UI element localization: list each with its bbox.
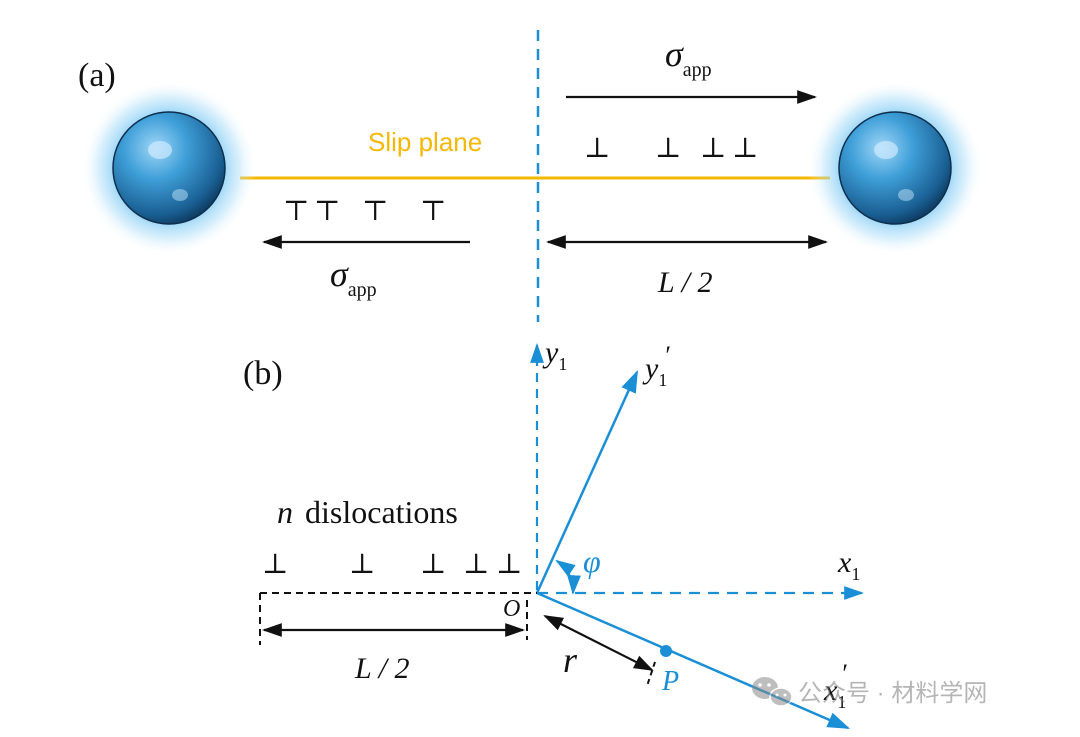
x1-prime-axis xyxy=(536,591,851,730)
dislocations-pileup: ⊥ ⊥ ⊥ ⊥ ⊥ xyxy=(262,549,522,580)
dislocation-symbol: ⊥ xyxy=(496,549,522,580)
y1-prime-axis xyxy=(535,369,639,594)
distance-label: r xyxy=(563,640,578,680)
slip-plane-label: Slip plane xyxy=(368,127,482,157)
particle-right xyxy=(807,80,983,256)
watermark: 公众号 · 材料学网 xyxy=(752,677,987,707)
particle-left xyxy=(81,80,257,256)
wechat-icon xyxy=(752,677,793,707)
stress-label-top: σapp xyxy=(665,34,712,81)
distance-tick xyxy=(646,661,656,687)
y1-axis-label: y1 xyxy=(542,336,567,374)
panel-b-label: (b) xyxy=(243,355,283,392)
dislocations-upper: ⊥ ⊥ ⊥ ⊥ xyxy=(584,133,758,164)
dislocation-symbol: ⊥ xyxy=(700,133,726,164)
stress-label-bottom: σapp xyxy=(330,254,377,301)
dislocation-symbol: ⊥ xyxy=(349,549,375,580)
dislocation-symbol: ⊤ xyxy=(283,196,309,227)
half-length-label-a: L / 2 xyxy=(657,266,712,299)
pileup-region-box xyxy=(259,592,537,645)
dislocation-symbol: ⊥ xyxy=(262,549,288,580)
dislocation-symbol: ⊤ xyxy=(362,196,388,227)
point-p-label: P xyxy=(661,666,679,697)
dislocation-symbol: ⊤ xyxy=(314,196,340,227)
distance-arrow xyxy=(543,615,654,671)
panel-a-label: (a) xyxy=(78,57,116,94)
dislocation-symbol: ⊥ xyxy=(655,133,681,164)
angle-arc xyxy=(555,559,581,595)
y1-prime-axis-label: y1′ xyxy=(642,341,671,390)
dislocation-symbol: ⊤ xyxy=(420,196,446,227)
dislocations-lower: ⊤ ⊤ ⊤ ⊤ xyxy=(283,196,446,227)
angle-label: φ xyxy=(583,543,601,579)
origin-label: O xyxy=(503,596,520,622)
x1-axis-label: x1 xyxy=(837,546,860,584)
x1-prime-axis-label: x1′ xyxy=(823,659,848,712)
half-length-label-b: L / 2 xyxy=(354,652,409,685)
point-p-marker xyxy=(660,645,672,657)
dislocation-symbol: ⊥ xyxy=(463,549,489,580)
dislocation-symbol: ⊥ xyxy=(584,133,610,164)
dislocation-symbol: ⊥ xyxy=(420,549,446,580)
dislocation-symbol: ⊥ xyxy=(732,133,758,164)
watermark-text: 公众号 · 材料学网 xyxy=(798,680,987,707)
panel-a: (a) Slip plane σapp ⊥ ⊥ ⊥ ⊥ xyxy=(78,30,983,322)
